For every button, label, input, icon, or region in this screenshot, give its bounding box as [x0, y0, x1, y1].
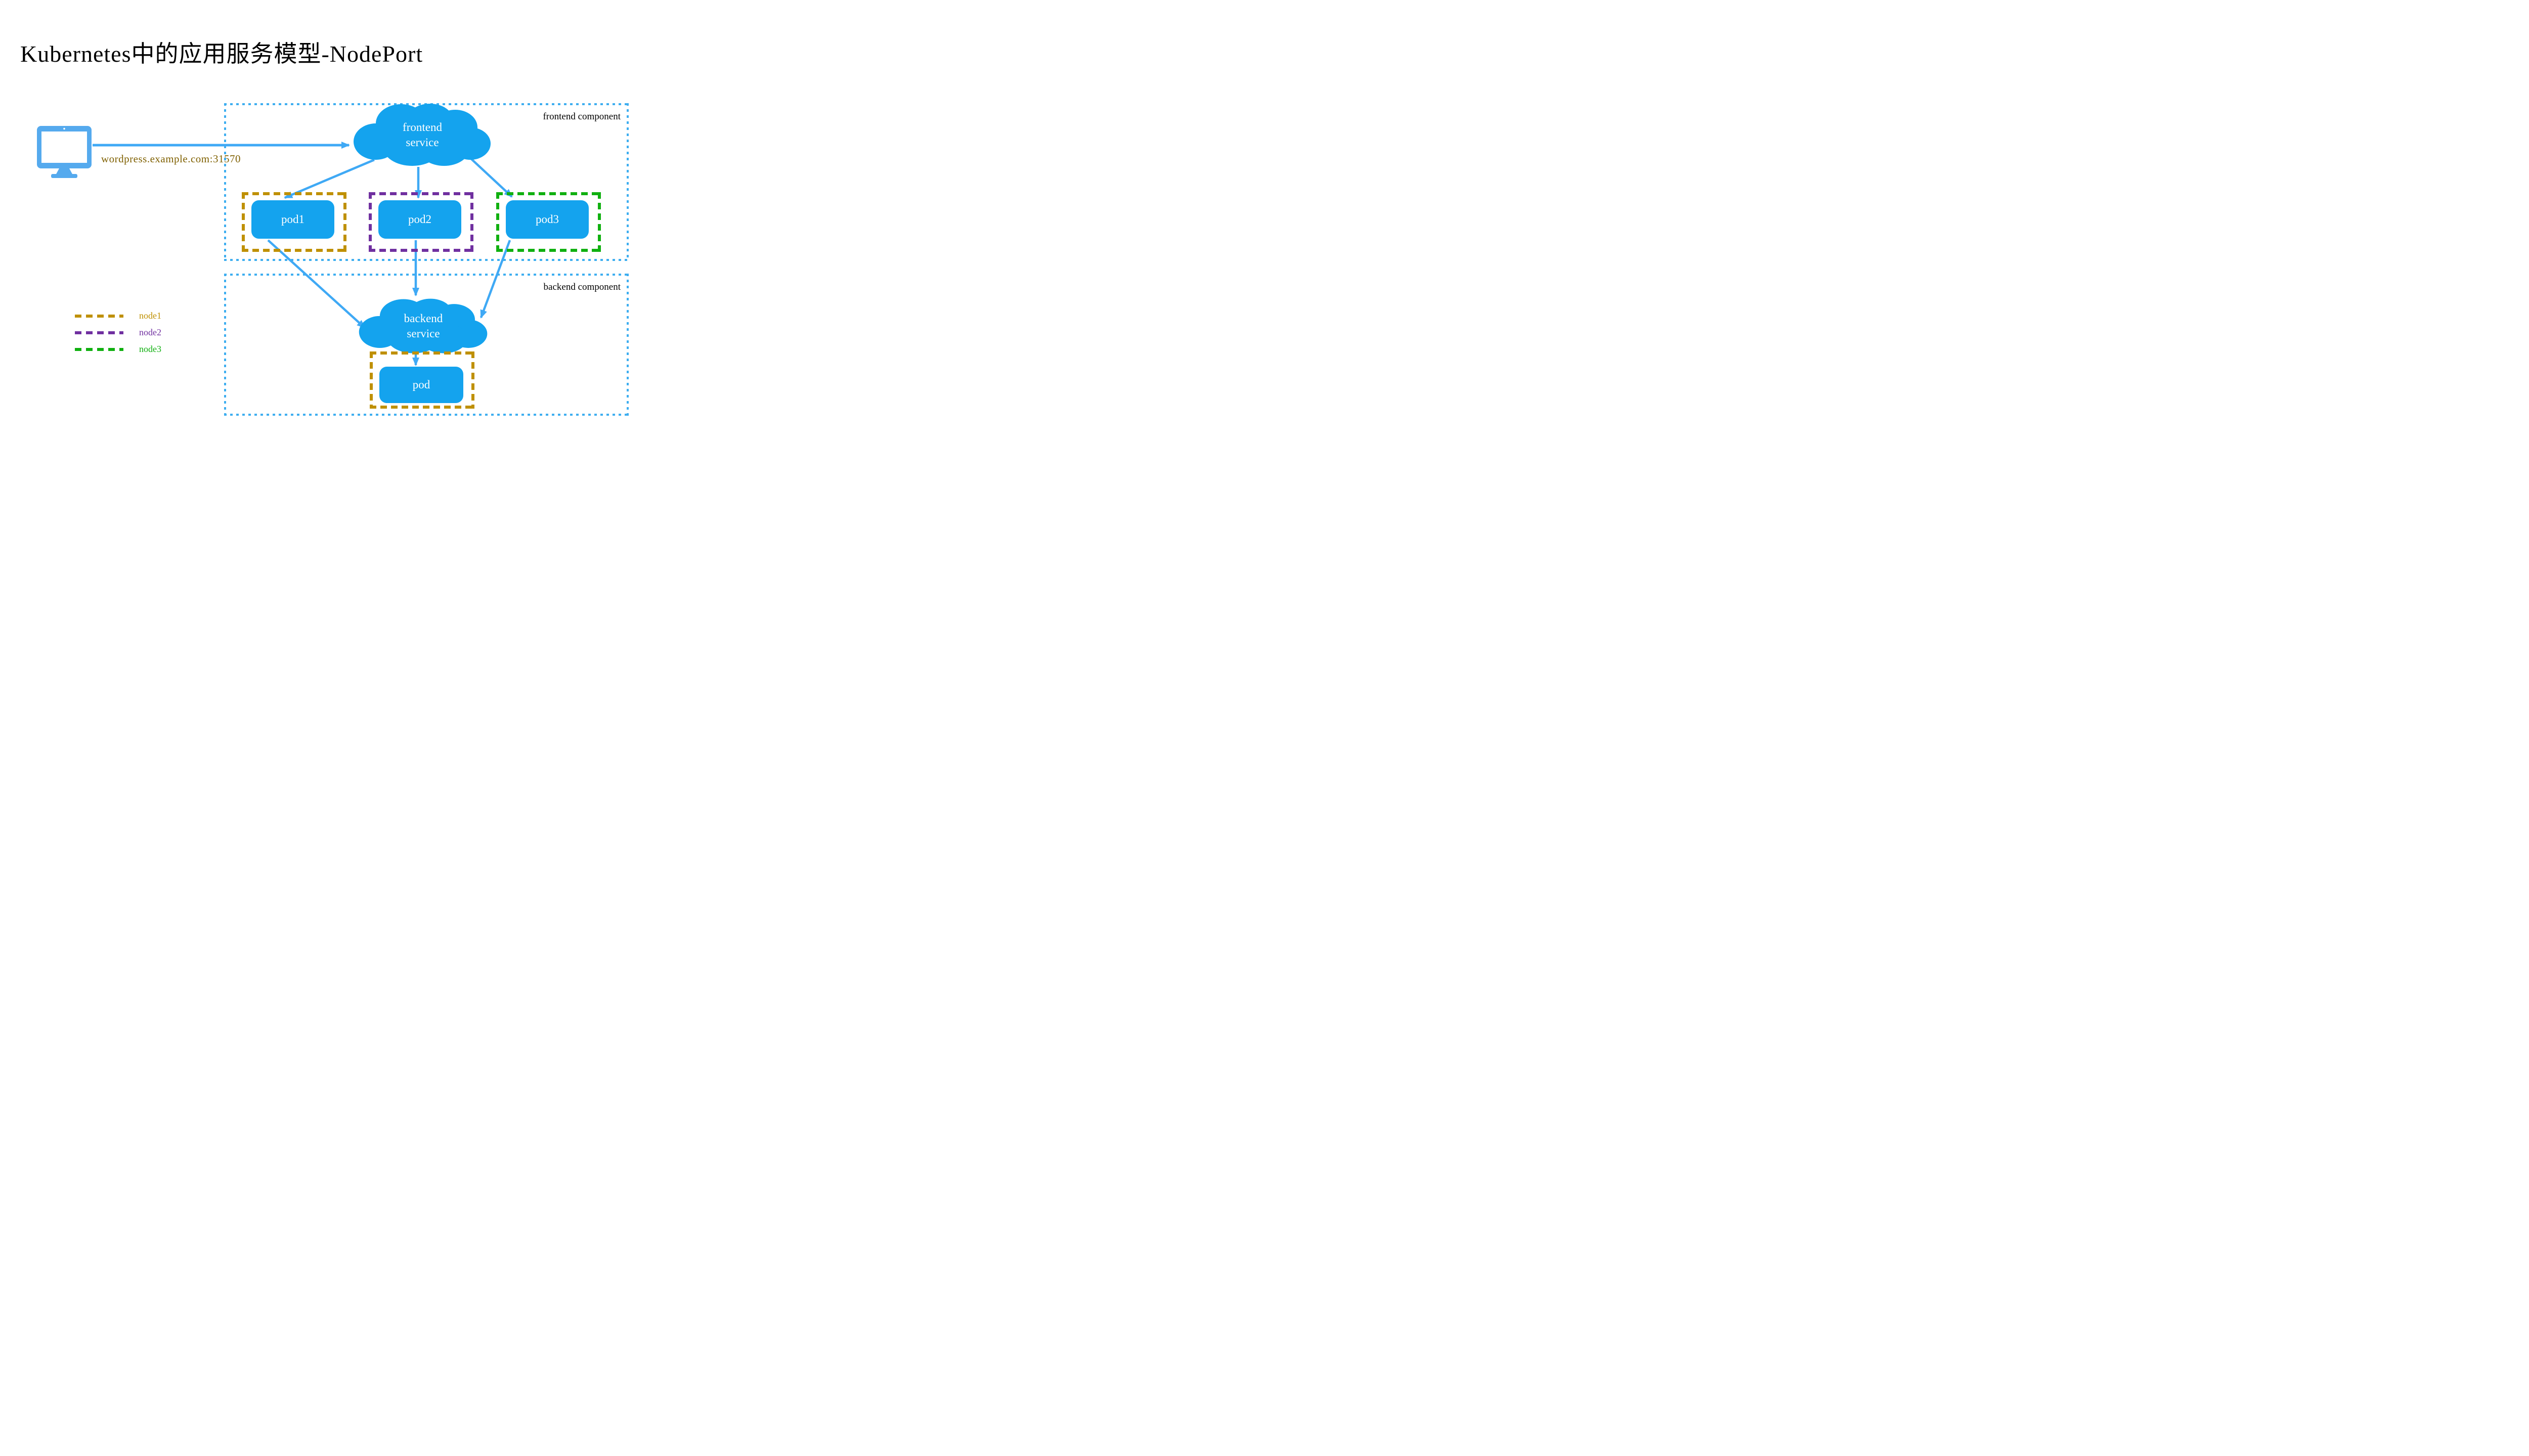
backend-service-label-line2: service — [407, 327, 440, 340]
cloud-icon — [354, 104, 491, 166]
backend-service-label-line1: backend — [404, 312, 443, 325]
frontend-service-label-line1: frontend — [403, 121, 442, 134]
node3-legend-label: node3 — [139, 344, 161, 354]
frontend-service-label-line2: service — [406, 136, 439, 149]
pod1-label: pod1 — [281, 213, 304, 226]
pod3: pod3 — [506, 200, 589, 239]
frontend-service-label: frontend service — [352, 102, 493, 168]
backend-service-label: backend service — [357, 297, 490, 355]
node1-box-backend: pod — [370, 351, 474, 409]
desktop-monitor-icon — [37, 126, 92, 178]
page-title: Kubernetes中的应用服务模型-NodePort — [20, 41, 423, 67]
frontend-component-label: frontend component — [543, 111, 621, 122]
slide-canvas: Kubernetes中的应用服务模型-NodePort wordpress.ex… — [0, 0, 781, 439]
node1-legend-label: node1 — [139, 311, 161, 321]
node2-legend-label: node2 — [139, 327, 161, 337]
node1-box-frontend: pod1 — [242, 192, 346, 252]
pod1: pod1 — [251, 200, 334, 239]
node2-box-frontend: pod2 — [369, 192, 473, 252]
node1-dash-swatch — [75, 315, 123, 318]
client-address-label: wordpress.example.com:31570 — [101, 153, 241, 165]
node3-box-frontend: pod3 — [496, 192, 601, 252]
backend-service-cloud: backend service — [357, 297, 490, 355]
cloud-icon — [359, 298, 488, 354]
node2-dash-swatch — [75, 331, 123, 334]
backend-pod-label: pod — [412, 378, 430, 391]
backend-component-label: backend component — [543, 282, 621, 292]
frontend-service-cloud: frontend service — [352, 102, 493, 168]
pod2-label: pod2 — [408, 213, 431, 226]
backend-pod: pod — [379, 367, 463, 403]
pod3-label: pod3 — [536, 213, 559, 226]
pod2: pod2 — [378, 200, 461, 239]
node3-dash-swatch — [75, 348, 123, 351]
client-computer — [36, 125, 93, 178]
